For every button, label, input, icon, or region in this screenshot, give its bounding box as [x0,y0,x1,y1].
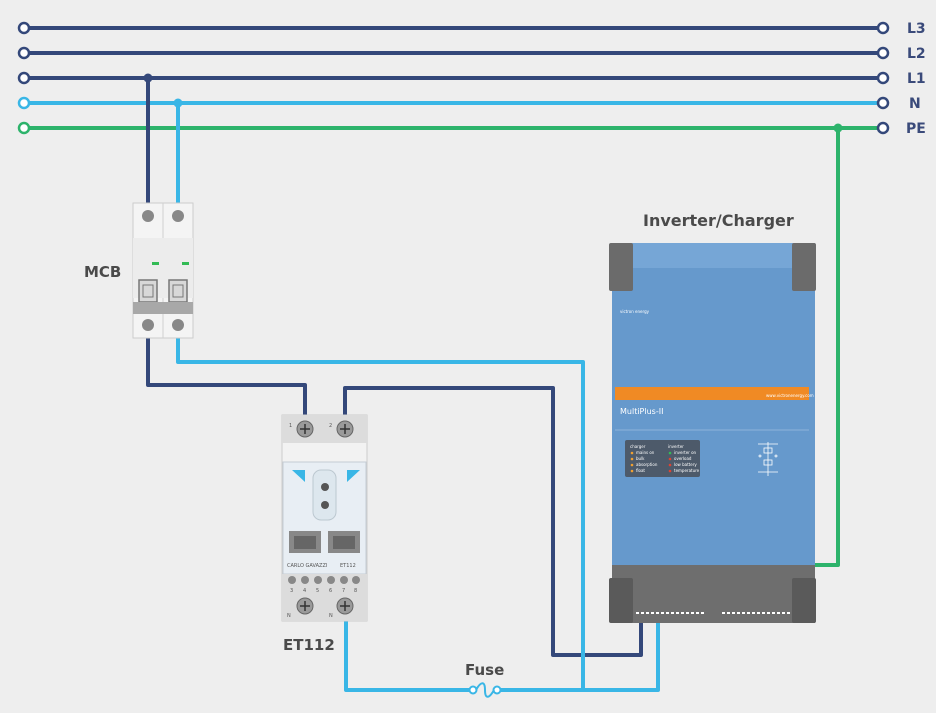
wires [143,73,843,692]
wire-fuse-to-inverter [498,622,660,692]
charger-item: bulk [636,456,645,461]
inverter-item: temperature [674,468,700,473]
bus-label-l1: L1 [907,71,926,87]
meter-n-right: N [329,613,333,619]
charger-item: mains on [636,450,655,455]
inverter-switch-symbol [758,442,778,476]
bus-terminal-left [17,96,31,110]
inverter-charger: victron energy www.victronenergy.com Mul… [609,243,816,623]
bus-terminal-right [876,46,890,60]
bus-terminal-right [876,121,890,135]
meter-terminal-6: 6 [329,588,332,594]
mcb-indicator [152,262,159,265]
junction-dot [833,123,843,133]
mcb-top-screw [142,210,154,222]
meter-brand: CARLO GAVAZZI [287,563,327,569]
mcb-breaker [132,202,194,339]
charger-leds [630,451,634,473]
inverter-website: www.victronenergy.com [766,393,814,398]
wire-mcb-n-out [176,335,585,690]
bus-terminal-right [876,71,890,85]
bus-label-n: N [909,96,921,112]
junction-dot [173,98,183,108]
bus-terminal-right [876,21,890,35]
inverter-brand: victron energy [620,309,650,314]
inverter-model: MultiPlus-II [620,407,663,416]
inverter-bottom-panel [612,565,815,623]
bus-terminal-right [876,96,890,110]
inverter-leds [668,451,672,473]
bus-bars: L3 L2 L1 N PE [17,21,926,137]
charger-item: float [636,468,645,473]
bus-terminal-left [17,46,31,60]
mcb-indicator [182,262,189,265]
wire-meter-2-to-inverter [343,386,643,657]
bus-n: N [17,96,921,112]
mcb-bottom-screw [142,319,154,331]
inverter-label: Inverter/Charger [643,211,794,230]
energy-meter: 1 2 CARLO GAVAZZI ET112 3 4 5 6 7 8 [281,414,368,622]
charger-item: absorption [636,462,658,467]
wire-mcb-to-meter-1 [146,335,307,415]
meter-small-terminals [288,576,360,584]
charger-title: charger [630,444,646,449]
meter-terminal-5: 5 [316,588,319,594]
meter-label: ET112 [283,636,335,654]
bus-l1: L1 [17,71,926,87]
meter-terminal-2: 2 [329,423,332,429]
bus-terminal-left [17,71,31,85]
bus-l3: L3 [17,21,926,37]
inverter-item: low battery [674,462,697,467]
inverter-corner-bracket [609,243,633,291]
wire-pe-to-inverter [815,128,840,567]
mcb-toggle [168,279,188,303]
bus-terminal-left [17,21,31,35]
mcb-toggle [138,279,158,303]
inverter-orange-stripe [615,387,809,400]
junction-dot [143,73,153,83]
inverter-corner-bracket [609,578,633,623]
meter-model: ET112 [340,563,356,569]
inverter-corner-bracket [792,243,816,291]
fuse-symbol [468,682,502,698]
inverter-item: inverter on [674,450,697,455]
inverter-title: inverter [668,444,684,449]
fuse-label: Fuse [465,661,504,679]
inverter-body [612,243,815,623]
meter-terminal-4: 4 [303,588,306,594]
inverter-corner-bracket [792,578,816,623]
meter-n-left: N [287,613,291,619]
meter-terminal-8: 8 [354,588,357,594]
bus-l2: L2 [17,46,926,62]
bus-label-l3: L3 [907,21,926,37]
meter-terminal-3: 3 [290,588,293,594]
bus-pe: PE [17,121,926,137]
inverter-item: overload [674,456,692,461]
inverter-status-panel [625,440,700,477]
mcb-bottom-screw [172,319,184,331]
bus-terminal-left [17,121,31,135]
bus-label-pe: PE [906,121,926,137]
mcb-top-screw [172,210,184,222]
meter-terminal-7: 7 [342,588,345,594]
meter-terminal-1: 1 [289,423,292,429]
bus-label-l2: L2 [907,46,926,62]
meter-led [321,483,329,491]
meter-led [321,501,329,509]
wire-meter-n-to-fuse [344,620,470,692]
mcb-label: MCB [84,263,121,281]
